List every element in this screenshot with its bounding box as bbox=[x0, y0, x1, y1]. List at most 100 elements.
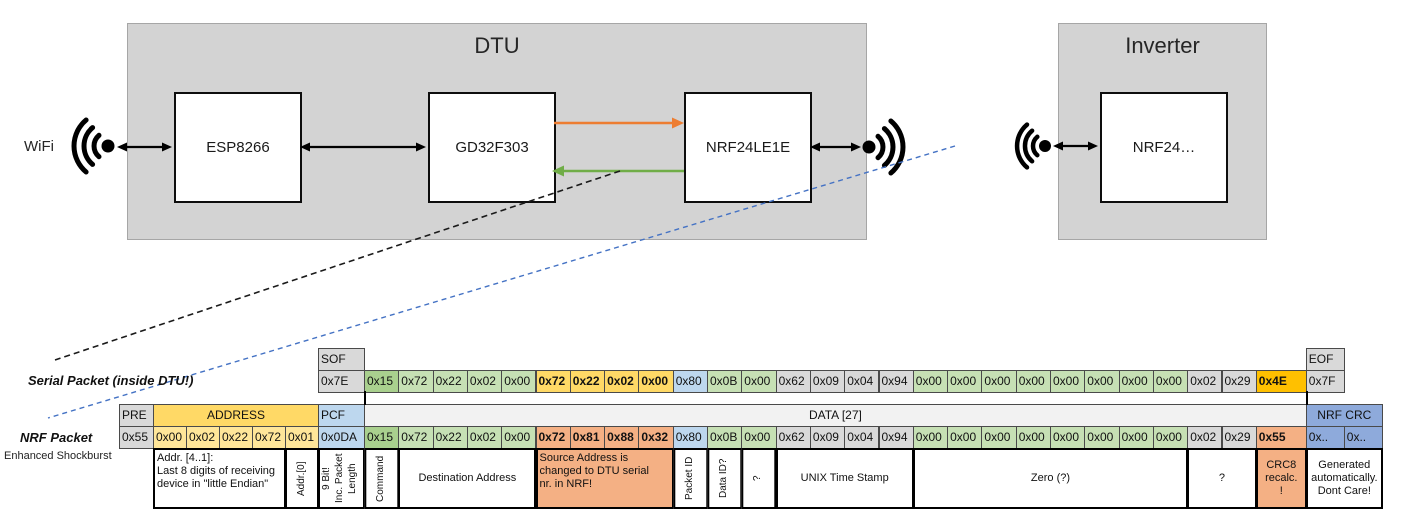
nrf-annotation-cell: CRC8 recalc. ! bbox=[1255, 448, 1307, 509]
nrf-address-byte-cell: 0x00 bbox=[153, 426, 187, 449]
nrf-byte-cell: 0x00 bbox=[1118, 426, 1154, 449]
nrf-annotation-cell: UNIX Time Stamp bbox=[775, 448, 914, 509]
nrf-byte-cell: 0x02 bbox=[1187, 426, 1223, 449]
serial-byte-cell: 0x29 bbox=[1221, 370, 1257, 393]
serial-byte-cell: 0x02 bbox=[466, 370, 503, 393]
nrf-byte-cell: 0x0B bbox=[707, 426, 743, 449]
nrf-byte-cell: 0x29 bbox=[1221, 426, 1257, 449]
serial-byte-cell: 0x15 bbox=[364, 370, 400, 393]
nrf-crc-byte-cell: 0x.. bbox=[1343, 426, 1383, 449]
nrf-byte-cell: 0x00 bbox=[741, 426, 777, 449]
nrf-byte-cell: 0x81 bbox=[569, 426, 606, 449]
nrf-byte-cell: 0x00 bbox=[501, 426, 537, 449]
radio-wave-right-icon bbox=[862, 118, 906, 176]
nrf-byte-cell: 0x00 bbox=[1050, 426, 1086, 449]
serial-packet-label: Serial Packet (inside DTU!) bbox=[28, 373, 194, 388]
radio-wave-left-icon bbox=[1014, 122, 1051, 170]
serial-byte-cell: 0x00 bbox=[1118, 370, 1154, 393]
serial-byte-cell: 0x02 bbox=[604, 370, 640, 393]
serial-byte-cell: 0x04 bbox=[844, 370, 880, 393]
nrf-crc-byte-cell: 0x.. bbox=[1305, 426, 1345, 449]
nrf-packet-sublabel: Enhanced Shockburst bbox=[4, 450, 112, 462]
serial-byte-cell: 0x72 bbox=[398, 370, 434, 393]
serial-byte-cell: 0x62 bbox=[775, 370, 811, 393]
nrf-pre-header: PRE bbox=[119, 404, 154, 427]
nrf-pcf-header: PCF bbox=[318, 404, 365, 427]
nrf-byte-cell: 0x72 bbox=[398, 426, 434, 449]
chip-gd32f303: GD32F303 bbox=[428, 92, 556, 203]
serial-byte-cell: 0x00 bbox=[741, 370, 777, 393]
nrf-address-header: ADDRESS bbox=[153, 404, 319, 427]
serial-byte-cell: 0x09 bbox=[809, 370, 846, 393]
serial-byte-cell: 0x80 bbox=[672, 370, 708, 393]
serial-byte-cell: 0x0B bbox=[707, 370, 743, 393]
serial-byte-cell: 0x00 bbox=[1015, 370, 1051, 393]
dtu-title: DTU bbox=[474, 33, 520, 58]
nrf-byte-cell: 0x00 bbox=[981, 426, 1017, 449]
nrf-packet-label: NRF Packet bbox=[20, 430, 93, 445]
nrf-annotation-cell: Generated automatically. Dont Care! bbox=[1305, 448, 1383, 509]
nrf-pcf-value: 0x0DA bbox=[318, 426, 365, 449]
serial-byte-cell: 0x22 bbox=[432, 370, 468, 393]
nrf-annotation-cell: Command bbox=[364, 448, 400, 509]
nrf-byte-cell: 0x80 bbox=[672, 426, 708, 449]
serial-byte-cell: 0x00 bbox=[1152, 370, 1189, 393]
nrf-data-header: DATA [27] bbox=[364, 404, 1307, 427]
serial-byte-cell: 0x00 bbox=[1050, 370, 1086, 393]
nrf-byte-cell: 0x55 bbox=[1255, 426, 1307, 449]
serial-byte-cell: 0x72 bbox=[535, 370, 571, 393]
wifi-signal-icon bbox=[71, 117, 115, 175]
serial-byte-cell: 0x00 bbox=[981, 370, 1017, 393]
serial-byte-cell: 0x00 bbox=[1084, 370, 1120, 393]
wifi-label: WiFi bbox=[24, 138, 54, 155]
nrf-byte-cell: 0x88 bbox=[604, 426, 640, 449]
nrf-byte-cell: 0x00 bbox=[947, 426, 983, 449]
nrf-byte-cell: 0x00 bbox=[912, 426, 949, 449]
nrf-byte-cell: 0x15 bbox=[364, 426, 400, 449]
nrf-annotation-cell: Zero (?) bbox=[912, 448, 1189, 509]
serial-eof-value: 0x7F bbox=[1305, 370, 1345, 393]
nrf-byte-cell: 0x00 bbox=[1152, 426, 1189, 449]
nrf-byte-cell: 0x94 bbox=[878, 426, 914, 449]
inverter-title: Inverter bbox=[1125, 33, 1200, 58]
nrf-byte-cell: 0x09 bbox=[809, 426, 846, 449]
nrf-byte-cell: 0x72 bbox=[535, 426, 571, 449]
serial-byte-cell: 0x00 bbox=[947, 370, 983, 393]
nrf-byte-cell: 0x22 bbox=[432, 426, 468, 449]
chip-gd32f303-label: GD32F303 bbox=[455, 139, 529, 156]
chip-esp8266: ESP8266 bbox=[174, 92, 302, 203]
chip-nrf24-inverter: NRF24… bbox=[1100, 92, 1228, 203]
nrf-annotation-cell: Addr.[0] bbox=[285, 448, 319, 509]
nrf-pre-value: 0x55 bbox=[119, 426, 154, 449]
nrf-byte-cell: 0x62 bbox=[775, 426, 811, 449]
nrf-address-byte-cell: 0x72 bbox=[252, 426, 286, 449]
nrf-address-byte-cell: 0x02 bbox=[186, 426, 220, 449]
nrf-annotation-cell: Addr. [4..1]: Last 8 digits of receiving… bbox=[153, 448, 286, 509]
nrf-address-byte-cell: 0x22 bbox=[219, 426, 253, 449]
table-connector-left bbox=[364, 391, 366, 405]
nrf-byte-cell: 0x32 bbox=[638, 426, 674, 449]
serial-byte-cell: 0x22 bbox=[569, 370, 606, 393]
nrf-annotation-cell: 9 Bit! Inc. Packet Length bbox=[318, 448, 365, 509]
serial-byte-cell: 0x94 bbox=[878, 370, 914, 393]
serial-byte-cell: 0x00 bbox=[638, 370, 674, 393]
nrf-annotation-cell: ? bbox=[741, 448, 777, 509]
nrf-annotation-cell: Destination Address bbox=[398, 448, 537, 509]
serial-byte-cell: 0x00 bbox=[501, 370, 537, 393]
nrf-byte-cell: 0x04 bbox=[844, 426, 880, 449]
chip-nrf24le1e: NRF24LE1E bbox=[684, 92, 812, 203]
chip-nrf24-inverter-label: NRF24… bbox=[1132, 139, 1196, 156]
serial-byte-cell: 0x00 bbox=[912, 370, 949, 393]
chip-esp8266-label: ESP8266 bbox=[206, 139, 270, 156]
serial-byte-cell: 0x02 bbox=[1187, 370, 1223, 393]
nrf-annotation-cell: Packet ID bbox=[672, 448, 708, 509]
nrf-byte-cell: 0x02 bbox=[466, 426, 503, 449]
nrf-annotation-cell: ? bbox=[1187, 448, 1257, 509]
nrf-annotation-cell: Data ID? bbox=[707, 448, 743, 509]
nrf-address-byte-cell: 0x01 bbox=[285, 426, 319, 449]
nrf-byte-cell: 0x00 bbox=[1084, 426, 1120, 449]
nrf-annotation-cell: Source Address is changed to DTU serial … bbox=[535, 448, 674, 509]
nrf-crc-header: NRF CRC bbox=[1305, 404, 1383, 427]
table-connector-right bbox=[1305, 391, 1308, 405]
